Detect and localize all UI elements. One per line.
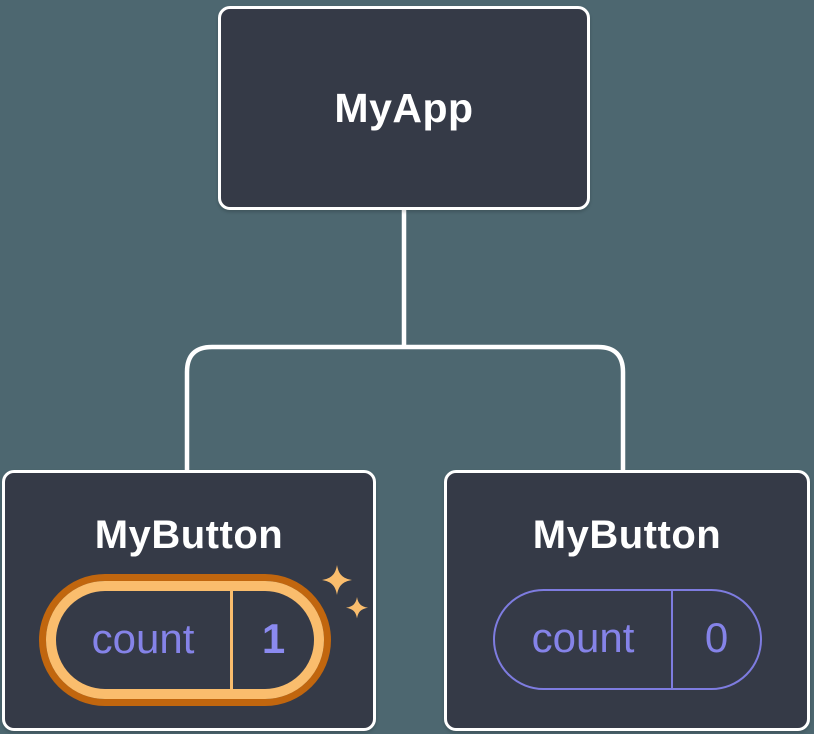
node-label: MyButton: [532, 513, 722, 557]
state-pill: count 0: [493, 589, 762, 690]
state-divider: [230, 591, 233, 689]
state-value: 1: [261, 614, 286, 662]
node-label: MyButton: [94, 513, 284, 557]
node-mybutton-plain: MyButton count 0: [444, 470, 810, 731]
node-label: MyApp: [334, 84, 474, 131]
node-mybutton-updated: MyButton count 1: [2, 470, 376, 731]
state-pill-highlighted: count 1: [46, 581, 324, 699]
node-myapp: MyApp: [218, 6, 590, 210]
state-value: 0: [704, 614, 729, 661]
state-key-label: count: [531, 614, 635, 661]
state-divider: [671, 591, 673, 688]
state-key-label: count: [91, 614, 195, 662]
sparkles-icon: [322, 565, 368, 619]
